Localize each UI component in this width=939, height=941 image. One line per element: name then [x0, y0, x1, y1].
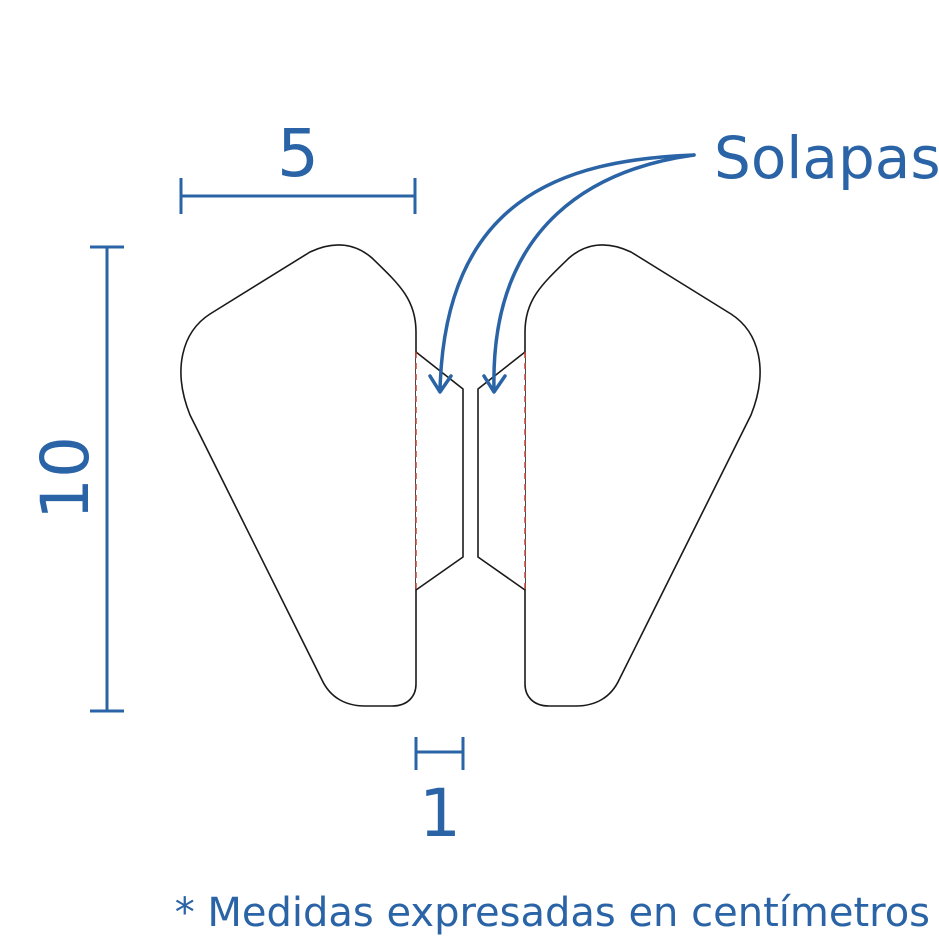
units-footnote: * Medidas expresadas en centímetros — [175, 890, 930, 936]
right-pad-body — [524, 244, 761, 707]
callout-arrow-right-head — [482, 374, 507, 394]
right-pad — [477, 244, 761, 707]
width-dimension: 5 — [179, 115, 417, 214]
flaps-callout: Solapas — [428, 124, 939, 394]
left-pad — [180, 244, 464, 707]
gap-dimension: 1 — [414, 737, 465, 852]
callout-arrow-left-head — [428, 374, 453, 394]
callout-arrow-right — [492, 153, 696, 392]
callout-arrow-left — [438, 153, 696, 392]
right-flap — [477, 351, 526, 591]
gap-dimension-label: 1 — [419, 775, 461, 852]
height-dimension: 10 — [27, 245, 124, 713]
width-dimension-label: 5 — [277, 115, 319, 192]
left-pad-body — [180, 244, 417, 707]
callout-label-solapas: Solapas — [714, 124, 939, 192]
height-dimension-label: 10 — [27, 436, 104, 520]
